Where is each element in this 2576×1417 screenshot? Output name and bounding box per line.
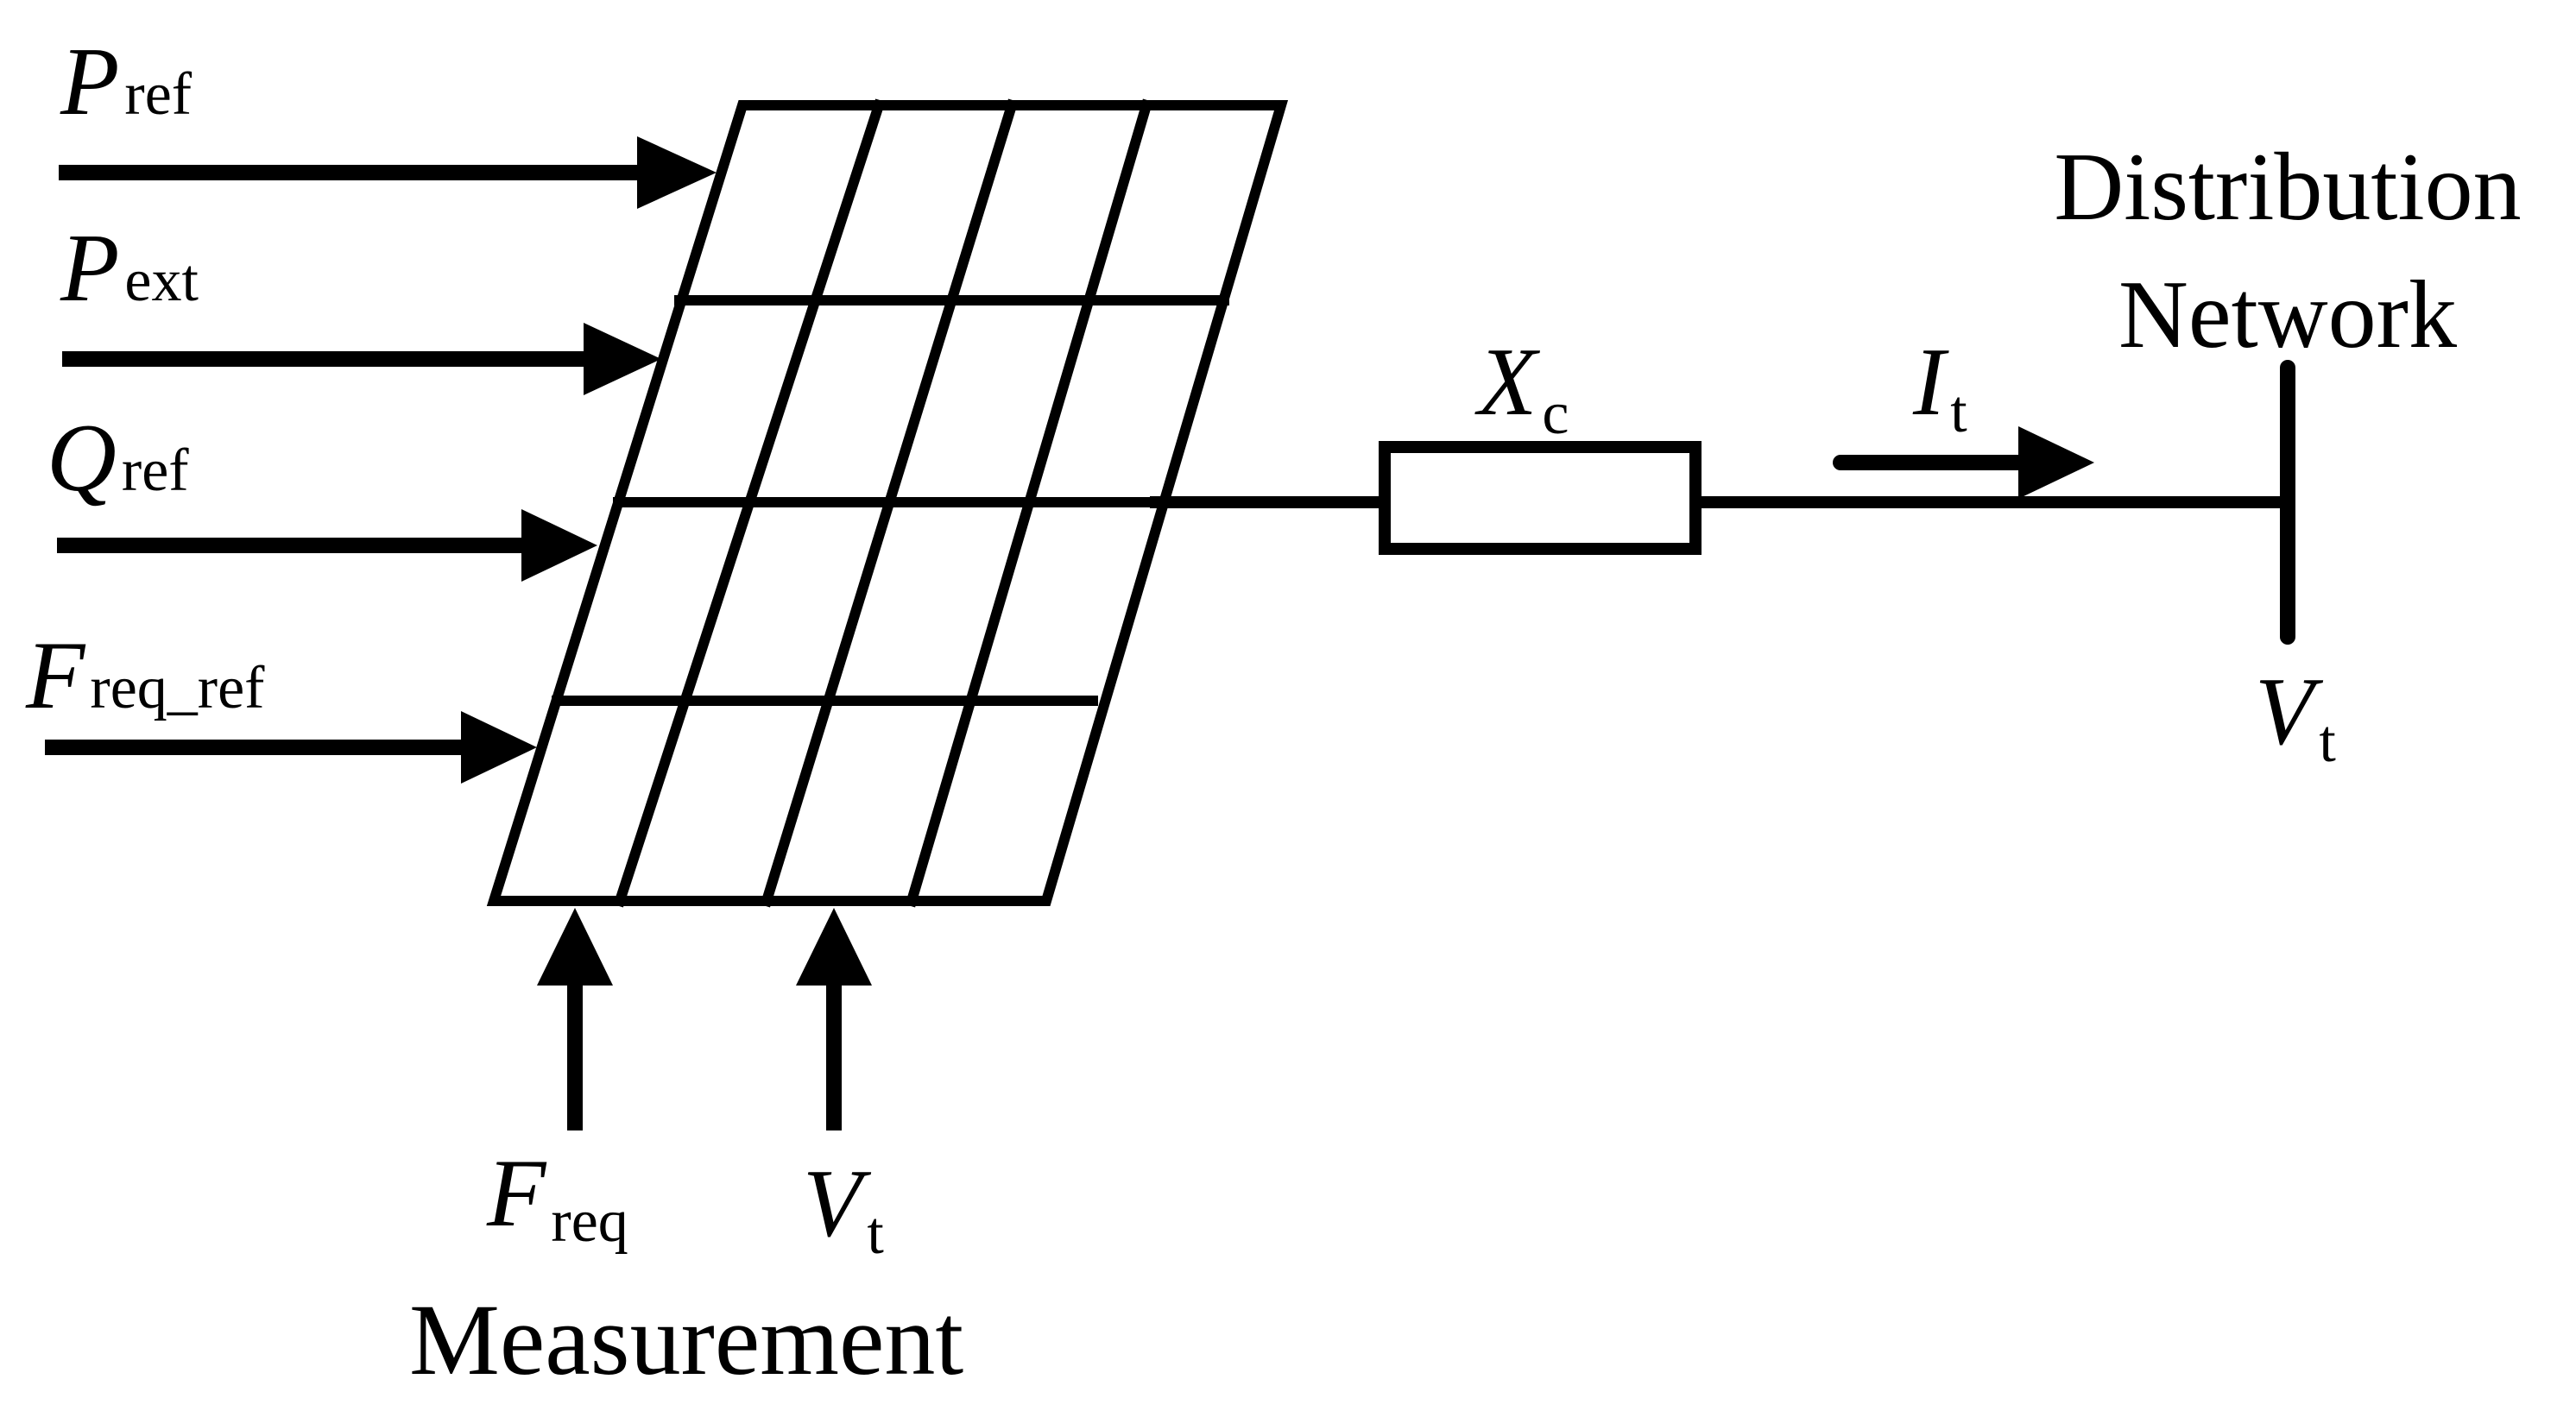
current-arrow <box>1833 426 2094 499</box>
arrow-p-ext-head <box>584 323 661 395</box>
label-v-t-bus: Vt <box>2255 658 2336 775</box>
panel-col-line-3 <box>905 98 1153 908</box>
network-label-line1: Distribution <box>2054 134 2521 241</box>
measurement-arrows <box>537 908 872 1130</box>
arrow-f-req-head <box>537 908 613 986</box>
panel-col-line-2 <box>760 98 1019 908</box>
label-f-req-ref: Freq_ref <box>25 622 265 729</box>
label-p-ext: Pext <box>60 215 199 322</box>
solar-panel <box>486 98 1289 908</box>
panel-outline <box>486 100 1289 906</box>
label-current: It <box>1912 329 1967 445</box>
label-f-req: Freq <box>486 1140 628 1255</box>
label-q-ref: Qref <box>47 405 189 512</box>
arrow-f-req-ref-head <box>461 711 537 784</box>
input-arrows <box>45 136 717 784</box>
arrow-p-ref-head <box>637 136 717 209</box>
arrow-current-head <box>2018 426 2094 499</box>
panel-col-line-1 <box>613 98 886 908</box>
arrow-q-ref-head <box>521 509 597 582</box>
label-p-ref: Pref <box>60 28 193 135</box>
arrow-v-t-head <box>796 908 872 986</box>
label-v-t-measure: Vt <box>803 1150 884 1267</box>
label-reactance: Xc <box>1474 329 1569 447</box>
network-label-line2: Network <box>2118 261 2457 368</box>
measurement-caption: Measurement <box>409 1283 963 1396</box>
reactance-box <box>1379 441 1702 555</box>
output-circuit <box>1150 360 2295 645</box>
